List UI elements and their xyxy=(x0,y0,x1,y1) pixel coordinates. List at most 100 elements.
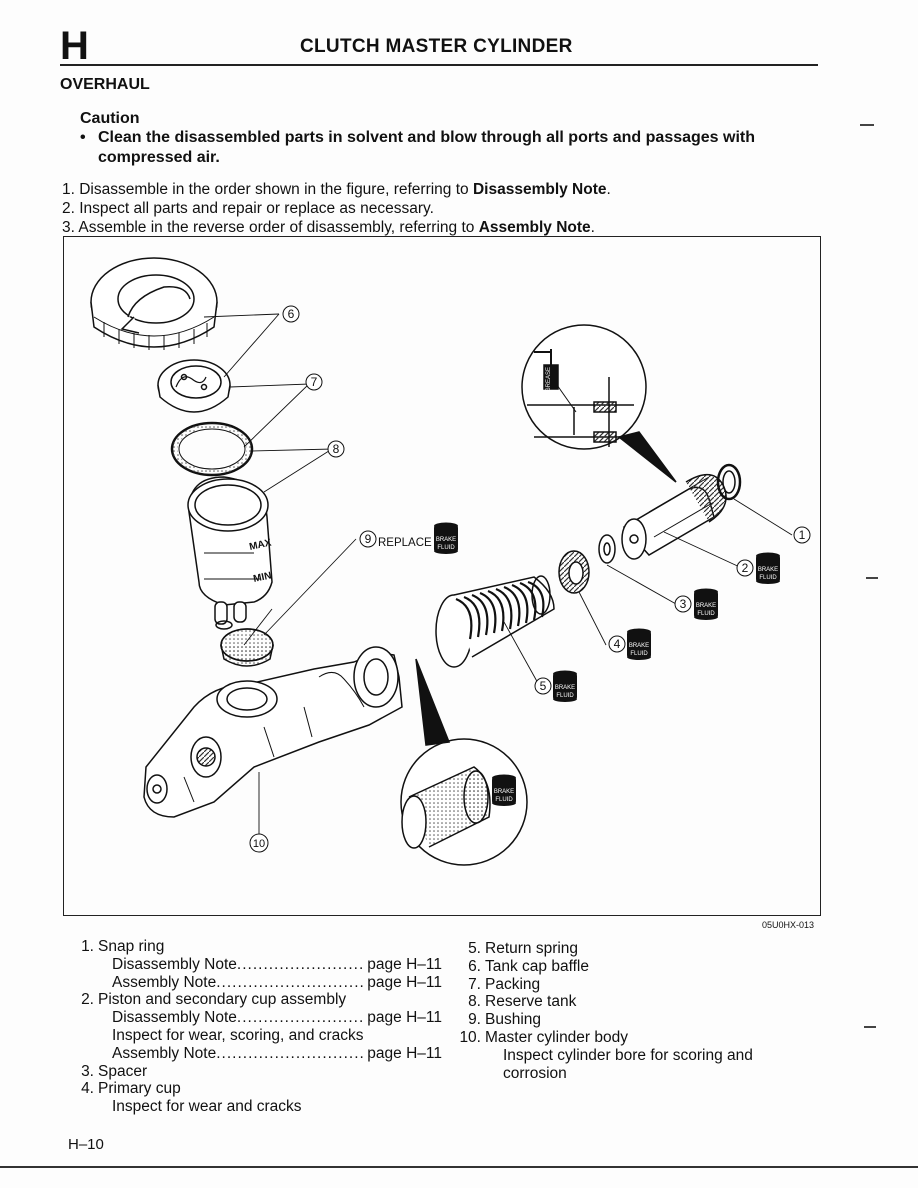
item-name: Master cylinder body xyxy=(485,1028,629,1046)
item-number: 8. xyxy=(468,993,481,1011)
item-number: 9. xyxy=(468,1011,481,1029)
legend-item: 10.Master cylinder body xyxy=(455,1029,815,1047)
parts-legend-right: 5.Return spring 6.Tank cap baffle 7.Pack… xyxy=(455,940,815,1082)
sub-label: Disassembly Note xyxy=(112,1009,237,1027)
legend-item: 8.Reserve tank xyxy=(455,993,815,1011)
item-number: 10. xyxy=(459,1028,481,1046)
margin-mark xyxy=(860,124,874,126)
step-suffix: . xyxy=(590,219,595,236)
svg-text:4: 4 xyxy=(614,637,621,651)
section-heading: OVERHAUL xyxy=(60,76,150,93)
legend-item: 3.Spacer xyxy=(72,1063,442,1081)
callout-2: 2 xyxy=(736,559,754,577)
item-number: 2. xyxy=(81,991,94,1009)
packing-ring-icon xyxy=(170,421,254,477)
legend-item: 6.Tank cap baffle xyxy=(455,958,815,976)
legend-subitem: Assembly Note...........................… xyxy=(72,1045,442,1063)
primary-cup-icon xyxy=(558,550,590,594)
legend-item: 2.Piston and secondary cup assembly xyxy=(72,991,442,1009)
badge-line1: BRAKE xyxy=(696,603,716,609)
page-title: CLUTCH MASTER CYLINDER xyxy=(300,36,573,57)
page-ref: page H–11 xyxy=(367,955,442,973)
sub-label: Assembly Note xyxy=(112,973,217,991)
legend-subitem: Inspect for wear and cracks xyxy=(72,1098,442,1116)
item-name: Return spring xyxy=(485,940,579,957)
piston-assembly-icon xyxy=(621,473,727,560)
brake-fluid-badge: BRAKE FLUID xyxy=(492,774,516,806)
sub-label: Assembly Note xyxy=(112,1044,217,1062)
legend-item: 7.Packing xyxy=(455,976,815,994)
step-3: 3. Assemble in the reverse order of disa… xyxy=(62,218,611,237)
exploded-view-figure: 1 2 3 4 5 6 7 8 9 10 REPLACE MAX MIN GRE… xyxy=(63,236,821,916)
min-label: MIN xyxy=(252,570,272,585)
callout-7: 7 xyxy=(305,373,323,391)
bushing-icon xyxy=(220,628,274,667)
caution-label: Caution xyxy=(80,110,140,127)
header-rule xyxy=(60,64,818,66)
badge-line1: BRAKE xyxy=(555,685,575,691)
badge-line2: FLUID xyxy=(495,797,513,803)
parts-legend-left: 1.Snap ring Disassembly Note............… xyxy=(72,938,442,1116)
badge-line2: FLUID xyxy=(630,651,648,657)
brake-fluid-badge: BRAKE FLUID xyxy=(627,628,651,660)
bullet-icon: • xyxy=(80,129,86,146)
badge-line2: FLUID xyxy=(697,611,715,617)
svg-text:1: 1 xyxy=(799,528,806,542)
tank-cap-baffle-icon xyxy=(157,359,231,413)
sub-label: Inspect for wear, scoring, and cracks xyxy=(112,1026,364,1044)
item-name: Tank cap baffle xyxy=(485,957,589,975)
item-name: Bushing xyxy=(485,1011,542,1029)
caution-item: • Clean the disassembled parts in solven… xyxy=(80,128,830,168)
svg-text:7: 7 xyxy=(311,375,318,389)
item-number: 3. xyxy=(81,1062,94,1080)
legend-subitem: Inspect for wear, scoring, and cracks xyxy=(72,1027,442,1045)
caution-text: Clean the disassembled parts in solvent … xyxy=(98,129,756,166)
legend-item: 1.Snap ring xyxy=(72,938,442,956)
callout-6: 6 xyxy=(282,305,300,323)
item-name: Packing xyxy=(485,975,541,993)
step-reference: Assembly Note xyxy=(478,219,591,236)
legend-item: 5.Return spring xyxy=(455,940,815,958)
tank-cap-icon xyxy=(90,257,218,350)
dot-leader: .................................. xyxy=(236,1009,365,1027)
brake-fluid-badge: BRAKE FLUID xyxy=(553,670,577,702)
snap-ring-icon xyxy=(716,463,742,501)
sub-label: Disassembly Note xyxy=(112,955,237,973)
reservoir-tank-icon xyxy=(187,476,273,630)
step-1: 1. Disassemble in the order shown in the… xyxy=(62,180,611,199)
dot-leader: .................................. xyxy=(216,973,365,991)
badge-line1: BRAKE xyxy=(758,567,778,573)
svg-text:10: 10 xyxy=(253,838,265,850)
item-number: 4. xyxy=(81,1080,94,1098)
spacer-icon xyxy=(598,534,616,564)
svg-text:6: 6 xyxy=(288,307,295,321)
bottom-rule xyxy=(0,1166,918,1168)
max-label: MAX xyxy=(248,537,272,552)
callout-4: 4 xyxy=(608,635,626,653)
leader-lines xyxy=(203,313,793,835)
legend-item: 9.Bushing xyxy=(455,1011,815,1029)
replace-label: REPLACE xyxy=(378,537,432,549)
badge-line1: BRAKE xyxy=(436,537,456,543)
step-reference: Disassembly Note xyxy=(472,181,607,198)
exploded-view-drawing: 1 2 3 4 5 6 7 8 9 10 REPLACE MAX MIN GRE… xyxy=(90,257,811,866)
sub-label: Inspect cylinder bore for scoring and co… xyxy=(503,1046,753,1082)
step-text: 3. Assemble in the reverse order of disa… xyxy=(62,219,479,236)
svg-text:3: 3 xyxy=(680,597,687,611)
item-name: Spacer xyxy=(98,1062,148,1080)
step-text: 1. Disassemble in the order shown in the… xyxy=(62,181,473,198)
svg-text:5: 5 xyxy=(540,679,547,693)
legend-subitem: Disassembly Note........................… xyxy=(72,956,442,974)
svg-text:2: 2 xyxy=(742,561,749,575)
callout-3: 3 xyxy=(674,595,692,613)
return-spring-icon xyxy=(435,575,555,668)
brake-fluid-badge: BRAKE FLUID xyxy=(694,588,718,620)
page-ref: page H–11 xyxy=(367,1009,442,1027)
item-name: Reserve tank xyxy=(485,993,577,1011)
page-number: H–10 xyxy=(68,1136,104,1153)
legend-subitem: Inspect cylinder bore for scoring and co… xyxy=(455,1047,793,1083)
sub-label: Inspect for wear and cracks xyxy=(112,1098,302,1116)
item-number: 1. xyxy=(81,938,94,955)
badge-line1: BRAKE xyxy=(494,789,514,795)
callout-8: 8 xyxy=(327,440,345,458)
